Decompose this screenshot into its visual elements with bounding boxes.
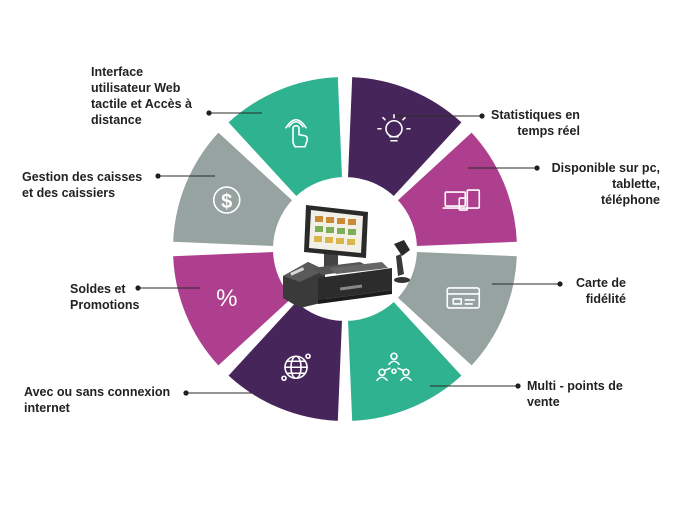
card-icon [446, 287, 481, 309]
connector-dot-multi-device [534, 165, 540, 171]
connector-dot-cashier-management [155, 173, 161, 179]
label-offline: Avec ou sans connexion internet [24, 385, 171, 415]
segment-offline [228, 301, 342, 421]
connector-dot-multi-store [515, 383, 521, 389]
pos-terminal-image [283, 205, 410, 308]
segment-web-interface [228, 77, 342, 197]
segment-cashier-management [173, 132, 293, 246]
percent-icon: % [216, 285, 237, 312]
network-people-icon [376, 352, 412, 382]
label-multi-store: Multi - points de vente [527, 379, 623, 409]
segment-multi-device [397, 132, 517, 246]
connector-dot-loyalty-card [557, 281, 563, 287]
label-cashier-management: Gestion des caisses et des caissiers [22, 170, 143, 200]
connector-dot-sales-promotions [135, 285, 141, 291]
connector-dot-web-interface [206, 110, 212, 116]
devices-icon [442, 189, 481, 211]
label-sales-promotions: Soldes et Promotions [70, 282, 140, 312]
svg-text:%: % [216, 285, 237, 312]
segment-multi-store [348, 301, 462, 421]
segment-sales-promotions [173, 252, 293, 366]
touch-hand-icon [285, 118, 309, 148]
globe-icon [281, 353, 311, 382]
dollar-coin-icon: $ [212, 186, 241, 214]
lightbulb-icon [377, 113, 411, 142]
connector-dot-statistics [479, 113, 485, 119]
label-loyalty-card: Carte de fidélité [575, 276, 626, 306]
label-statistics: Statistiques en temps réel [491, 108, 580, 138]
label-web-interface: Interface utilisateur Web tactile et Acc… [91, 65, 192, 127]
label-multi-device: Disponible sur pc, tablette, téléphone [551, 161, 660, 207]
svg-text:$: $ [221, 191, 232, 213]
segment-statistics [348, 77, 462, 197]
connector-dot-offline [183, 390, 189, 396]
